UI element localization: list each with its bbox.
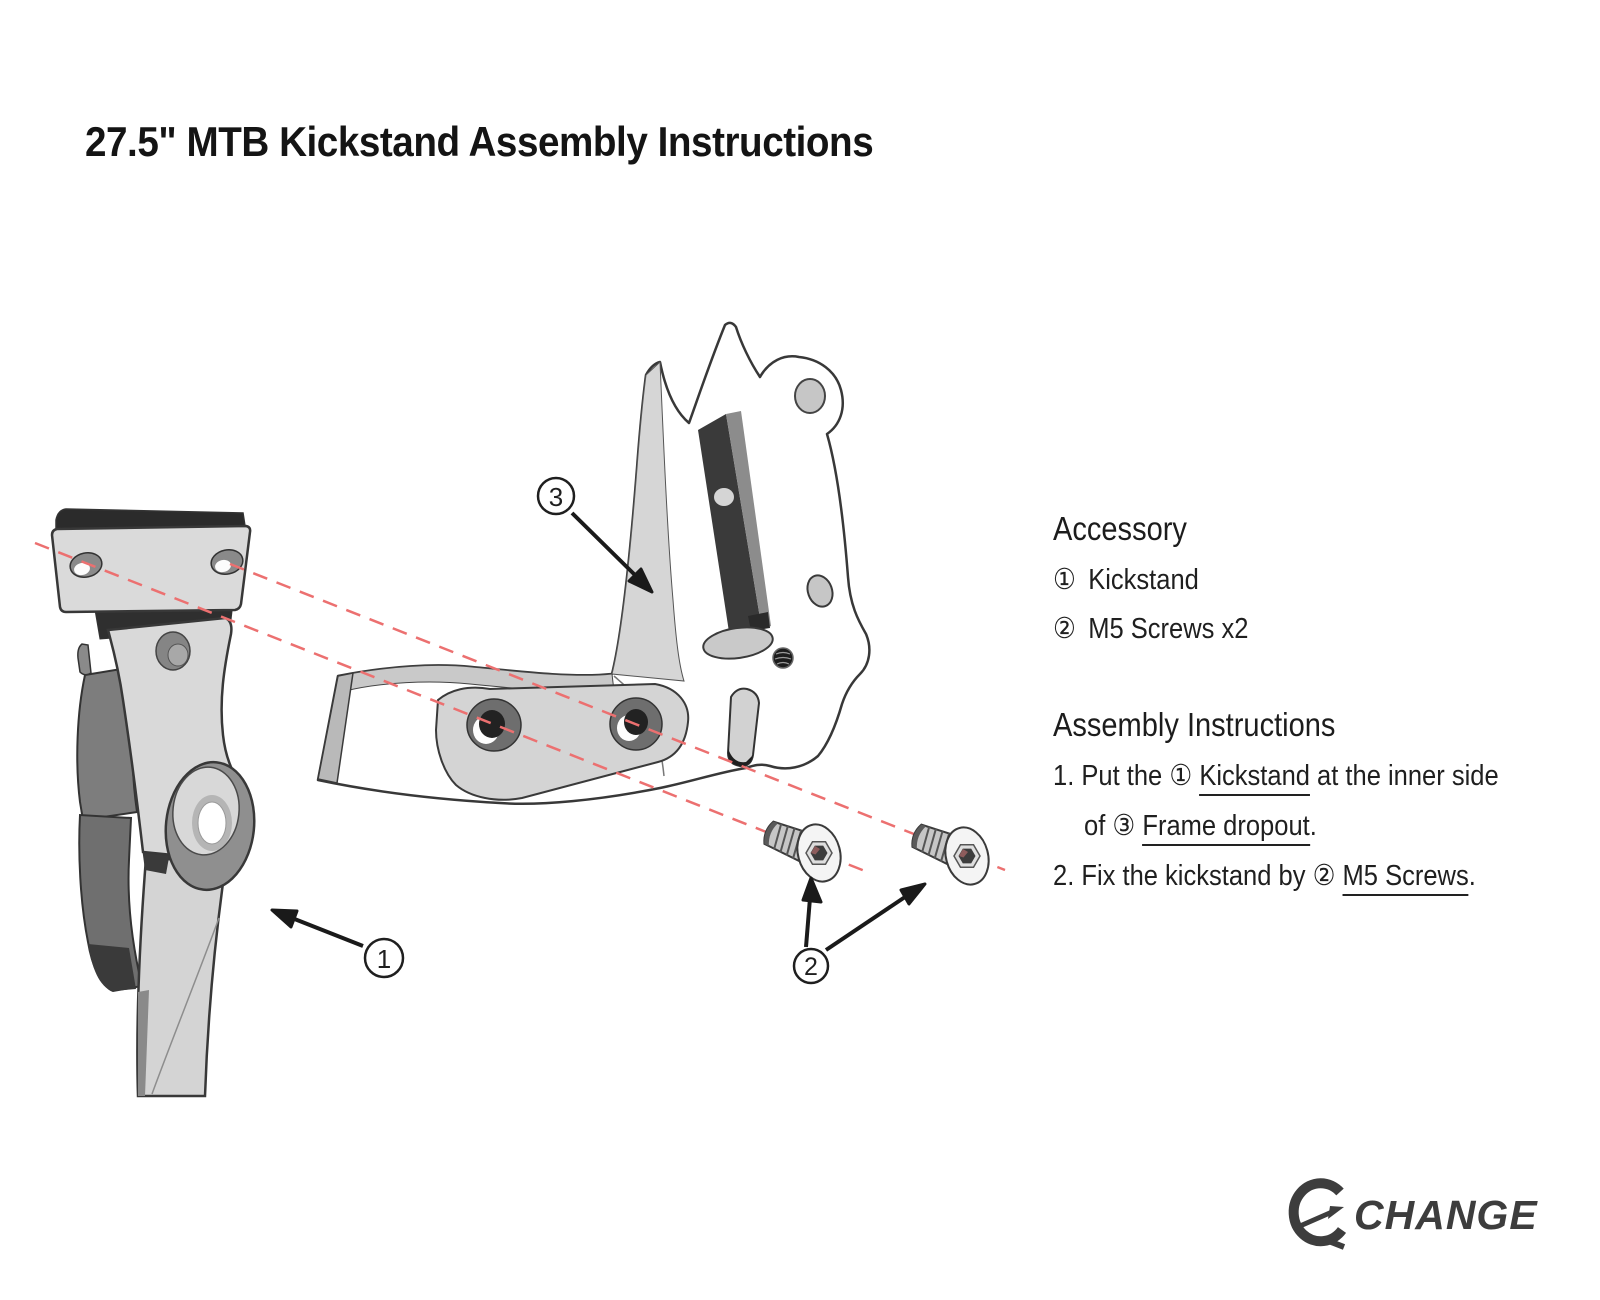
step1-kickstand-ref: Kickstand — [1199, 760, 1310, 796]
callout-kickstand: 1 — [270, 908, 405, 979]
alignment-dashed-lines — [34, 541, 1006, 875]
step2-circled-number: ② — [1312, 860, 1336, 892]
accessory-heading: Accessory — [1053, 510, 1187, 547]
kickstand-part — [50, 508, 256, 1098]
accessory-item-1-label: Kickstand — [1088, 564, 1199, 596]
brand-logo-g-icon — [1288, 1178, 1347, 1250]
step1-circled-number: ① — [1169, 760, 1193, 792]
m5-screws-part — [759, 816, 996, 891]
accessory-item-screws: ② M5 Screws x2 — [1053, 615, 1248, 644]
callout-1-number: 1 — [377, 944, 391, 974]
instruction-step-2: 2. Fix the kickstand by ② M5 Screws. — [1053, 860, 1476, 896]
page-title: 27.5" MTB Kickstand Assembly Instruction… — [85, 118, 874, 165]
brand-logo-text: CHANGE — [1354, 1192, 1538, 1238]
step1b-text: of — [1084, 810, 1113, 842]
instruction-step-1-line-1: 1. Put the ① Kickstand at the inner side — [1053, 760, 1499, 796]
accessory-item-kickstand: ① Kickstand — [1053, 566, 1199, 595]
step1b-circled-number: ③ — [1112, 810, 1136, 842]
plate-hole-left — [69, 552, 103, 578]
callout-screws: 2 — [792, 876, 927, 985]
callout-3-number: 3 — [549, 482, 563, 512]
step1b-dropout-ref: Frame dropout — [1142, 810, 1310, 846]
callout-frame-dropout: 3 — [536, 476, 654, 594]
step1-text-tail: at the inner side — [1309, 760, 1499, 792]
mount-hole-2 — [609, 697, 663, 751]
brand-logo: CHANGE — [1288, 1178, 1538, 1250]
accessory-item-2-label: M5 Screws x2 — [1088, 613, 1249, 645]
step2-period: . — [1468, 860, 1476, 892]
callout-2-number: 2 — [804, 953, 818, 981]
accessory-item-2-number: ② — [1053, 613, 1076, 645]
step2-text: 2. Fix the kickstand by — [1053, 860, 1313, 892]
mount-hole-1 — [466, 698, 522, 752]
accessory-item-1-number: ① — [1053, 564, 1076, 596]
frame-dropout-part — [316, 321, 871, 806]
instructions-heading: Assembly Instructions — [1053, 706, 1336, 743]
instruction-step-1-line-2: of ③ Frame dropout. — [1084, 810, 1317, 846]
step1b-period: . — [1309, 810, 1317, 842]
plate-hole-right — [210, 549, 244, 575]
kickstand-pivot — [164, 760, 256, 892]
step2-screws-ref: M5 Screws — [1342, 860, 1469, 896]
step1-text: 1. Put the — [1053, 760, 1170, 792]
